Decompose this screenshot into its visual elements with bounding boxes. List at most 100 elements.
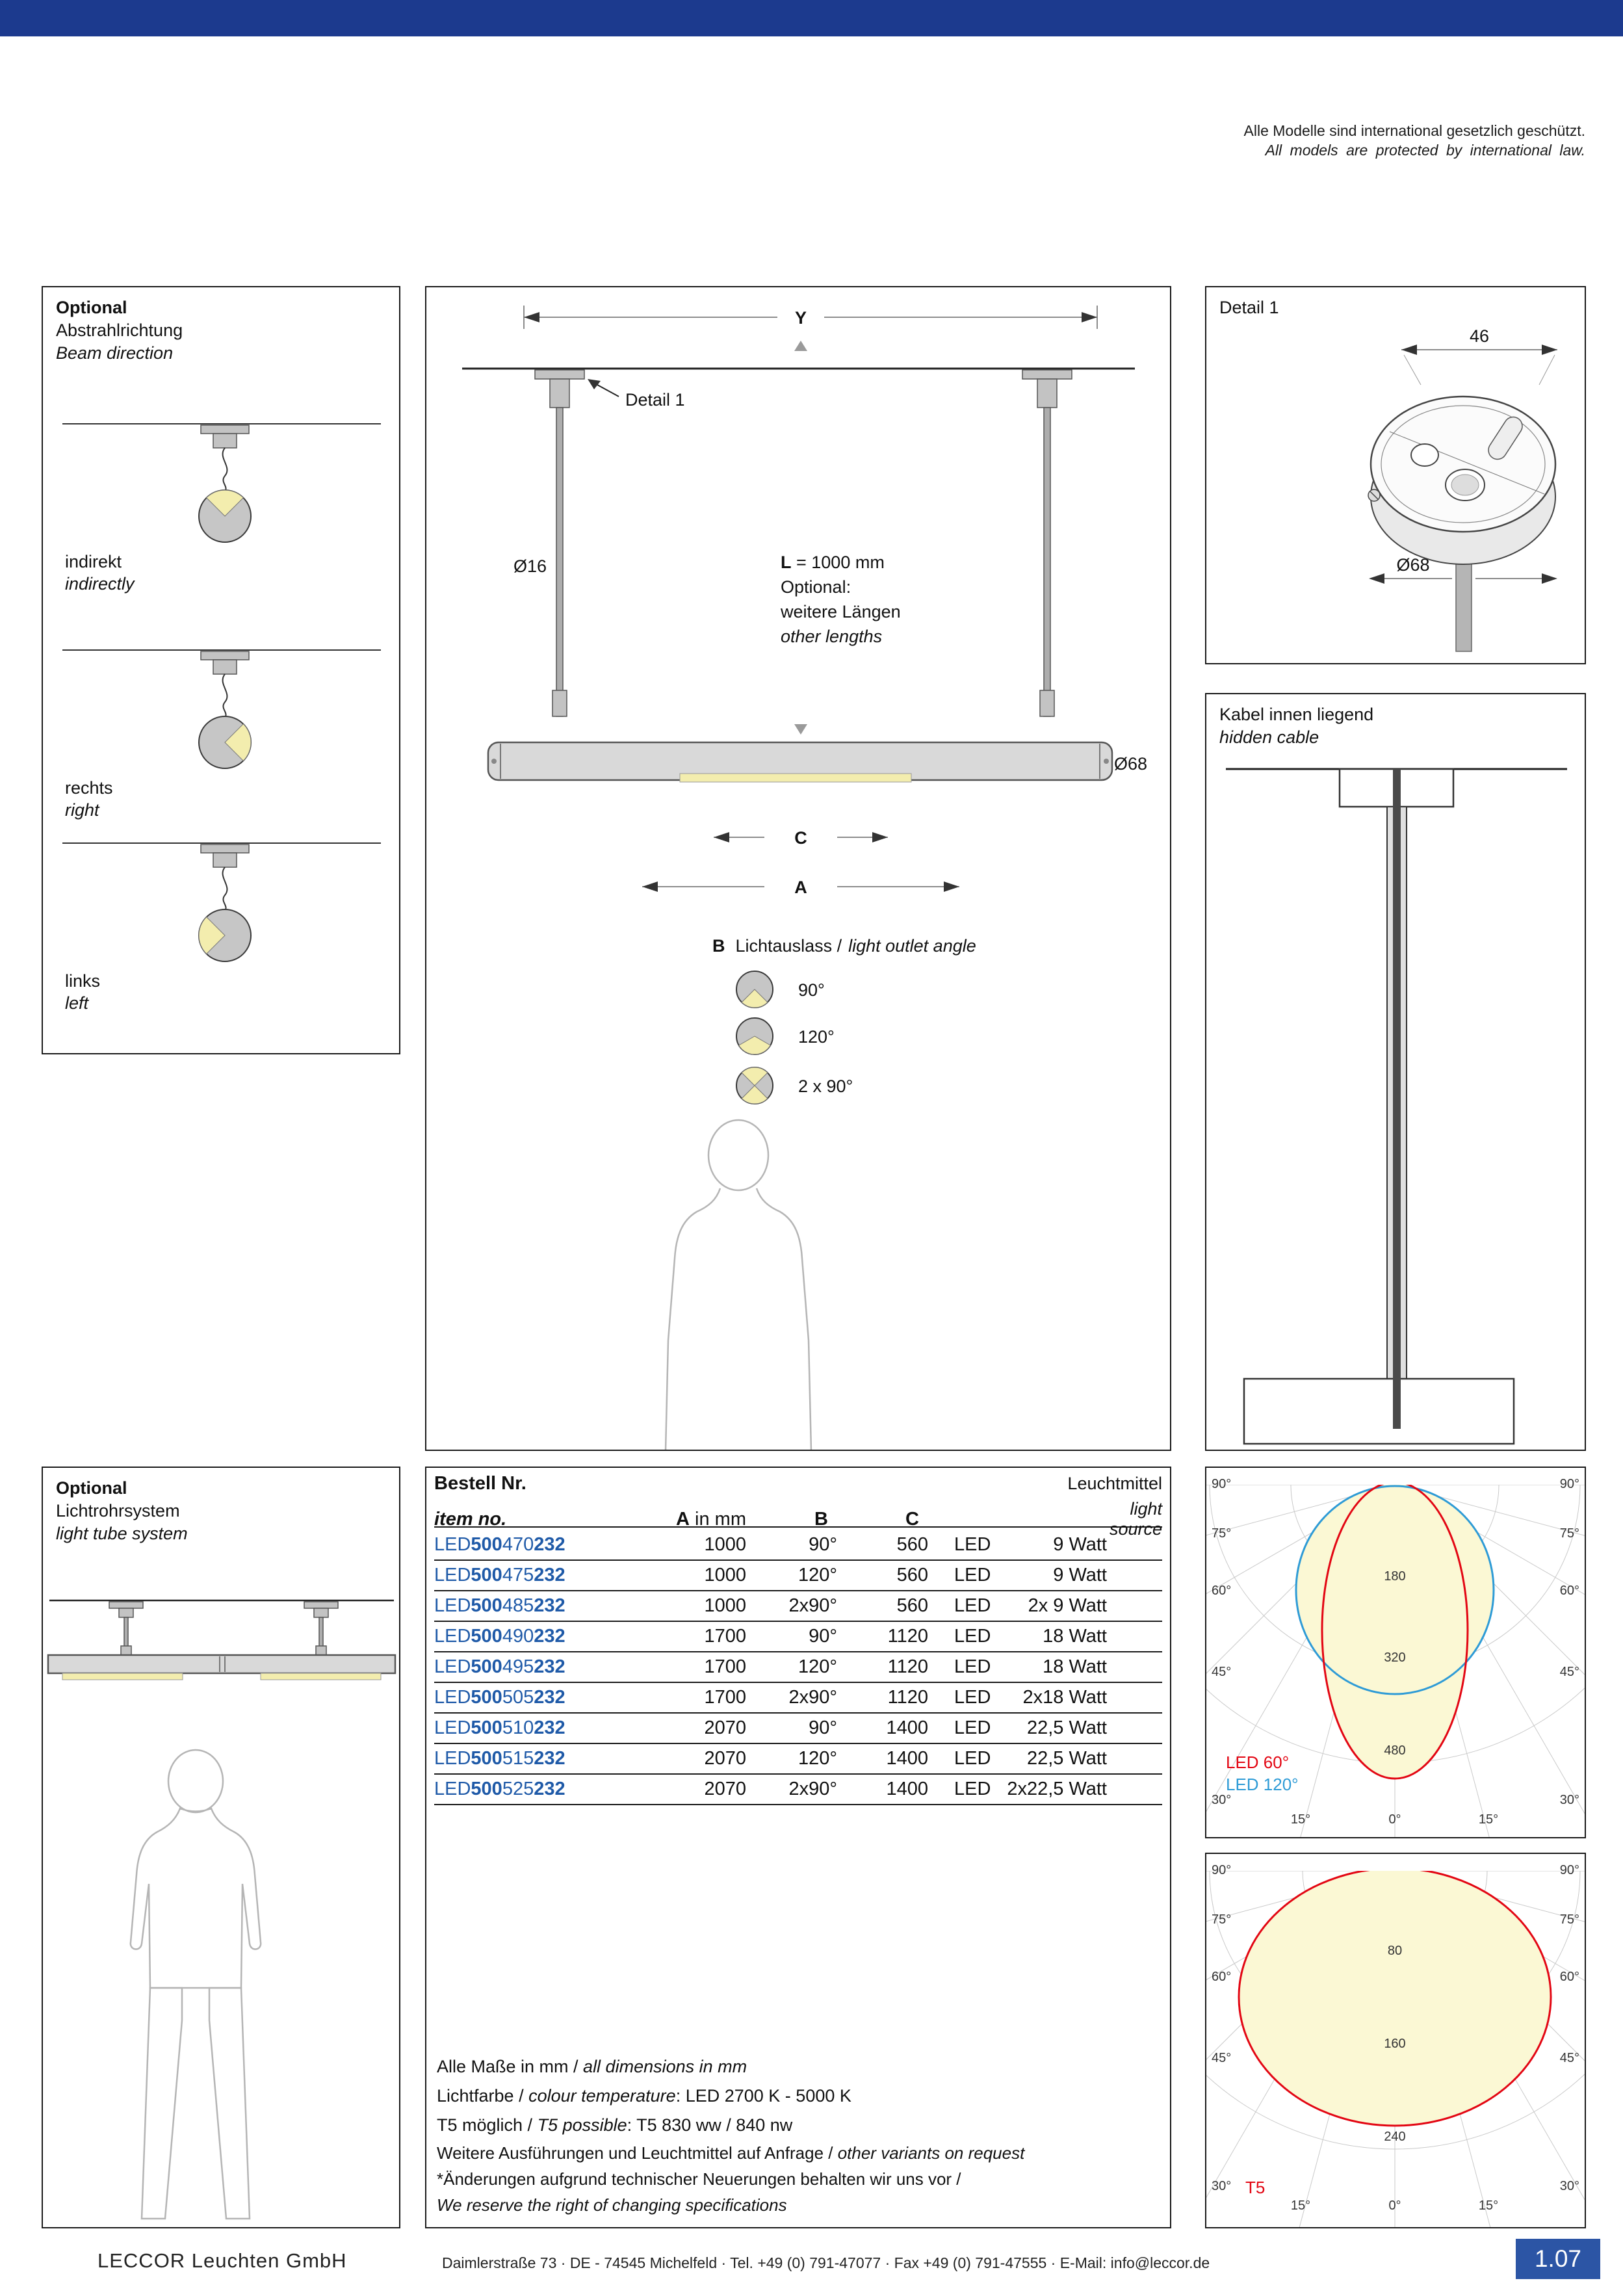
polar-tick-label: 45°	[1212, 1665, 1232, 1679]
beam-right-drawing	[62, 649, 381, 769]
dim-a-label: A	[794, 878, 807, 897]
item-no-part: 232	[534, 1687, 565, 1708]
order-table-box: Bestell Nr. Leuchtmittel item no. A in m…	[425, 1467, 1171, 2228]
beam-option-left: links left	[43, 837, 399, 1038]
item-no-cell: LED500495232	[434, 1656, 632, 1678]
item-no-part: 505	[502, 1687, 534, 1708]
header-leuchtmittel: Leuchtmittel	[1067, 1474, 1162, 1493]
detail-box-title: Detail 1	[1219, 298, 1279, 317]
polar-tick-label: 60°	[1212, 1970, 1232, 1984]
src-cell: LED	[954, 1687, 991, 1708]
polar-tick-label: 60°	[1212, 1584, 1232, 1598]
c-cell: 1400	[886, 1779, 928, 1799]
c-cell: 1120	[887, 1687, 928, 1708]
polar-tick-label: 30°	[1559, 1793, 1579, 1807]
item-no-part: 500	[471, 1626, 502, 1647]
top-accent-bar	[0, 0, 1623, 36]
a-cell: 2070	[704, 1779, 746, 1799]
header-item-no: item no.	[434, 1508, 507, 1530]
length-bold: L	[781, 553, 792, 572]
header-light-source: light source	[1109, 1499, 1162, 1539]
polar-tick-label: 90°	[1559, 1477, 1579, 1491]
angle-120-label: 120°	[798, 1027, 835, 1047]
polar-tick-label: 60°	[1559, 1584, 1579, 1598]
polar-tick-label: 30°	[1559, 2179, 1579, 2193]
main-drawing-box: Y Detail 1 Ø16 L = 1000 mm Optional: wei…	[425, 286, 1171, 1451]
polar-tick-label: 75°	[1559, 1526, 1579, 1541]
c-cell: 560	[896, 1565, 928, 1585]
cable-title-de: Kabel innen liegend	[1219, 705, 1374, 724]
item-no-cell: LED500485232	[434, 1595, 632, 1617]
item-no-cell: LED500510232	[434, 1717, 632, 1739]
item-no-part: 490	[502, 1626, 534, 1647]
polar-tick-label: 240	[1384, 2130, 1406, 2144]
b-cell: 90°	[809, 1626, 837, 1647]
polar-tick-label: 30°	[1212, 2179, 1232, 2193]
polar-tick-label: 75°	[1212, 1526, 1232, 1541]
note-en: We reserve the right of changing specifi…	[437, 2195, 787, 2215]
watt-cell: 2x 9 Watt	[1028, 1595, 1107, 1616]
outlet-b: B	[712, 936, 725, 956]
note-line: Lichtfarbe / colour temperature: LED 270…	[437, 2081, 1024, 2111]
light-tube-drawing	[47, 1599, 396, 1680]
watt-cell: 2x18 Watt	[1022, 1687, 1107, 1708]
item-no-part: 232	[534, 1748, 565, 1769]
legal-notice: Alle Modelle sind international gesetzli…	[1244, 121, 1585, 160]
polar-tick-label: 15°	[1290, 1812, 1311, 1827]
watt-cell: 9 Watt	[1053, 1565, 1107, 1585]
item-no-part: 232	[534, 1626, 565, 1647]
beam-label-en: right	[65, 800, 99, 820]
note-de: *Änderungen aufgrund technischer Neuerun…	[437, 2169, 961, 2189]
src-cell: LED	[954, 1595, 991, 1616]
beam-label-en: left	[65, 993, 89, 1013]
polar-tick-label: 75°	[1212, 1912, 1232, 1927]
item-no-part: LED	[434, 1626, 471, 1647]
note-line: Alle Maße in mm / all dimensions in mm	[437, 2052, 1024, 2081]
c-cell: 1400	[886, 1748, 928, 1769]
src-cell: LED	[954, 1534, 991, 1555]
polar-tick-label: 75°	[1559, 1912, 1579, 1927]
header-a: A in mm	[632, 1509, 746, 1530]
item-no-part: 485	[502, 1595, 534, 1616]
angle-90-label: 90°	[798, 980, 825, 1000]
detail-1-callout: Detail 1	[625, 390, 685, 410]
item-no-part: 500	[471, 1779, 502, 1799]
note-value: : T5 830 ww / 840 nw	[627, 2115, 793, 2135]
notes: Alle Maße in mm / all dimensions in mm L…	[437, 2052, 1024, 2218]
beam-option-indirect: indirekt indirectly	[43, 417, 399, 619]
watt-cell: 18 Watt	[1043, 1656, 1107, 1677]
polar-tick-label: 45°	[1559, 2051, 1579, 2065]
dim-c-label: C	[794, 828, 807, 848]
a-cell: 1700	[704, 1687, 746, 1708]
note-en: T5 possible	[537, 2115, 627, 2135]
item-no-cell: LED500505232	[434, 1687, 632, 1708]
legal-line-de: Alle Modelle sind international gesetzli…	[1243, 122, 1585, 139]
item-no-part: 232	[534, 1595, 565, 1616]
polar-tick-label: 60°	[1559, 1970, 1579, 1984]
item-no-part: 500	[471, 1748, 502, 1769]
watt-cell: 9 Watt	[1053, 1534, 1107, 1555]
polar-chart-t5: T5 90°90°75°75°60°60°45°45°30°30°15°0°15…	[1205, 1853, 1586, 2228]
polar-tick-label: 90°	[1559, 1863, 1579, 1877]
c-cell: 1400	[886, 1717, 928, 1738]
length-line3: weitere Längen	[780, 602, 901, 621]
note-de: Weitere Ausführungen und Leuchtmittel au…	[437, 2143, 838, 2163]
item-no-cell: LED500490232	[434, 1626, 632, 1647]
beam-box-title: Optional Abstrahlrichtung Beam direction	[56, 296, 183, 365]
c-cell: 1120	[887, 1656, 928, 1677]
src-cell: LED	[954, 1626, 991, 1647]
dim-46-label: 46	[1470, 326, 1489, 346]
dim-y-label: Y	[795, 308, 807, 328]
src-cell: LED	[954, 1779, 991, 1799]
tube-box-subtitle-en: light tube system	[56, 1524, 188, 1543]
a-cell: 2070	[704, 1748, 746, 1769]
note-en: all dimensions in mm	[583, 2057, 747, 2076]
angle-2x90-label: 2 x 90°	[798, 1076, 853, 1096]
detail-1-drawing: 46 Ø68	[1368, 326, 1557, 652]
